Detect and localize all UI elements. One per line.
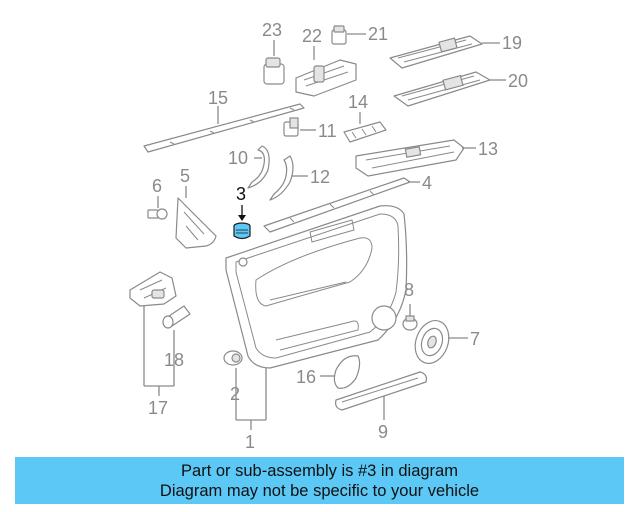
part-6-clip[interactable] [147,208,168,220]
part-23-knob[interactable] [263,57,285,85]
part-21-cap[interactable] [331,25,347,45]
callout-14[interactable]: 14 [348,92,368,112]
banner-line-2: Diagram may not be specific to your vehi… [159,482,480,500]
parts-diagram: 23 22 21 19 20 15 14 [129,20,528,452]
part-13-armrest-bracket[interactable] [355,139,465,177]
callout-18[interactable]: 18 [164,350,184,370]
part-9-armrest-pad[interactable] [335,371,427,411]
part-7-speaker[interactable] [409,316,454,368]
callout-10[interactable]: 10 [228,148,248,168]
callout-2[interactable]: 2 [230,384,240,404]
callout-20[interactable]: 20 [508,71,528,91]
callout-11[interactable]: 11 [318,121,337,141]
callout-13[interactable]: 13 [478,139,498,159]
part-12-trim-strip[interactable] [269,155,294,201]
callout-23[interactable]: 23 [262,20,282,40]
part-10-trim-strip[interactable] [247,145,270,189]
callout-16[interactable]: 16 [296,367,316,387]
part-22-switch-housing[interactable] [295,59,357,97]
part-5-mirror-cover[interactable] [175,197,217,249]
callout-6[interactable]: 6 [152,176,162,196]
banner-line-1: Part or sub-assembly is #3 in diagram [181,462,458,480]
part-2-grommet[interactable] [223,350,243,366]
part-16-cover[interactable] [333,355,361,389]
part-11-bracket[interactable] [283,117,299,137]
part-14-clip[interactable] [343,121,387,143]
info-banner: Part or sub-assembly is #3 in diagram Di… [15,457,624,504]
callout-8[interactable]: 8 [404,280,414,300]
part-1-door-panel[interactable] [225,205,408,369]
callout-15[interactable]: 15 [208,88,228,108]
part-19-switch-bezel[interactable] [389,35,483,69]
part-17-handle[interactable] [129,271,177,307]
callout-21[interactable]: 21 [368,24,388,44]
callout-5[interactable]: 5 [180,166,190,186]
callout-19[interactable]: 19 [502,33,522,53]
callout-7[interactable]: 7 [470,329,480,349]
callout-1[interactable]: 1 [245,432,255,452]
part-8-clip[interactable] [402,315,418,331]
callout-12[interactable]: 12 [310,167,330,187]
callout-3[interactable]: 3 [236,184,246,204]
part-3-plug[interactable] [233,222,251,240]
callout-9[interactable]: 9 [378,422,388,442]
leader-3-arrow [238,215,246,221]
callout-17[interactable]: 17 [148,398,168,418]
callout-4[interactable]: 4 [422,173,432,193]
callout-22[interactable]: 22 [302,26,322,46]
part-18-cylinder[interactable] [162,305,191,329]
part-15-weatherstrip[interactable] [143,103,305,153]
part-20-switch-panel[interactable] [393,71,491,107]
